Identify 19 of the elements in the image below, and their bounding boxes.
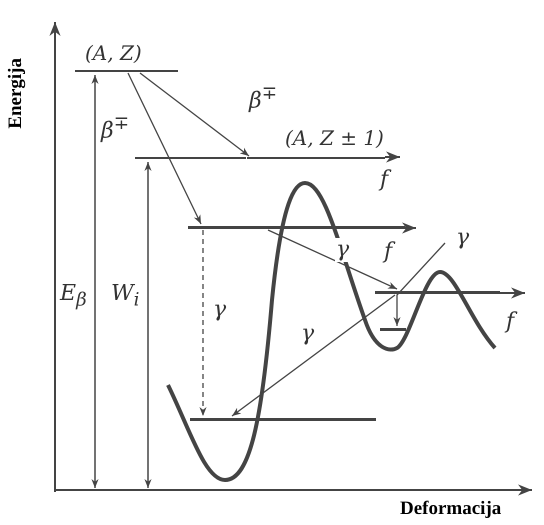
energy-level (188, 226, 405, 229)
arrow (127, 72, 202, 224)
energy-level (380, 328, 406, 331)
axis-label: Deformacija (400, 497, 502, 521)
energy-level (375, 291, 500, 294)
energy-level (190, 418, 376, 421)
axis-label: Energija (4, 58, 27, 129)
energy-level (247, 127, 385, 159)
arrow (393, 242, 446, 326)
level-label: (A, Z) (85, 42, 142, 64)
energy-label: E$_{β}$ (60, 282, 87, 312)
energy-level (75, 42, 178, 72)
arrow (268, 229, 398, 290)
arrow (140, 72, 250, 157)
energy-label: W$_{i}$ (111, 282, 140, 312)
arrow (232, 294, 396, 417)
edge-label: γ (335, 238, 350, 262)
arrow (199, 230, 207, 416)
level-label: (A, Z ± 1) (285, 127, 384, 149)
